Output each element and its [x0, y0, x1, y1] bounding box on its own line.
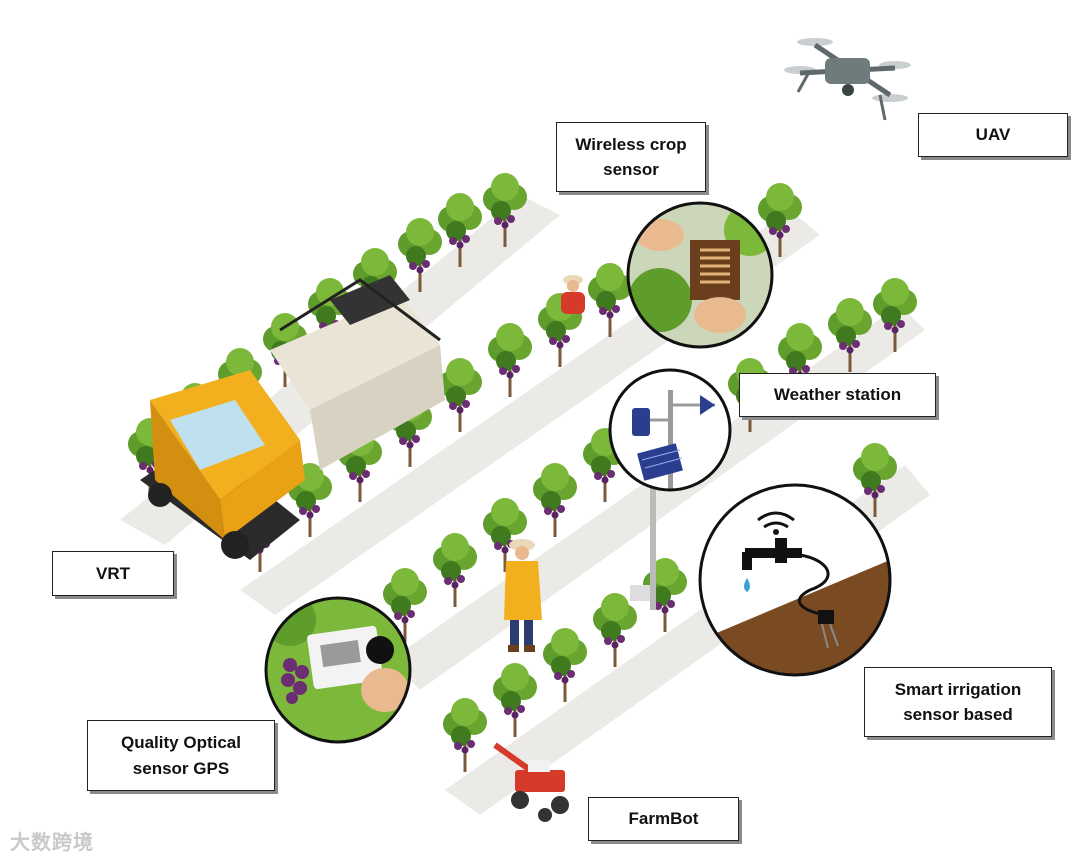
label-vrt: VRT	[52, 551, 174, 596]
label-wireless-crop-sensor: Wireless crop sensor	[556, 122, 706, 192]
farmer-red	[561, 275, 585, 314]
label-quality-optical-sensor: Quality Optical sensor GPS	[87, 720, 275, 791]
label-farmbot: FarmBot	[588, 797, 739, 841]
person-yellow-coat	[504, 539, 542, 652]
weather-station-inset	[610, 370, 730, 490]
label-smart-irrigation: Smart irrigation sensor based	[864, 667, 1052, 737]
uav-drone	[784, 38, 911, 120]
label-uav: UAV	[918, 113, 1068, 157]
watermark: 大数跨境	[10, 826, 94, 855]
smart-irrigation-inset	[700, 485, 890, 700]
label-weather-station: Weather station	[739, 373, 936, 417]
